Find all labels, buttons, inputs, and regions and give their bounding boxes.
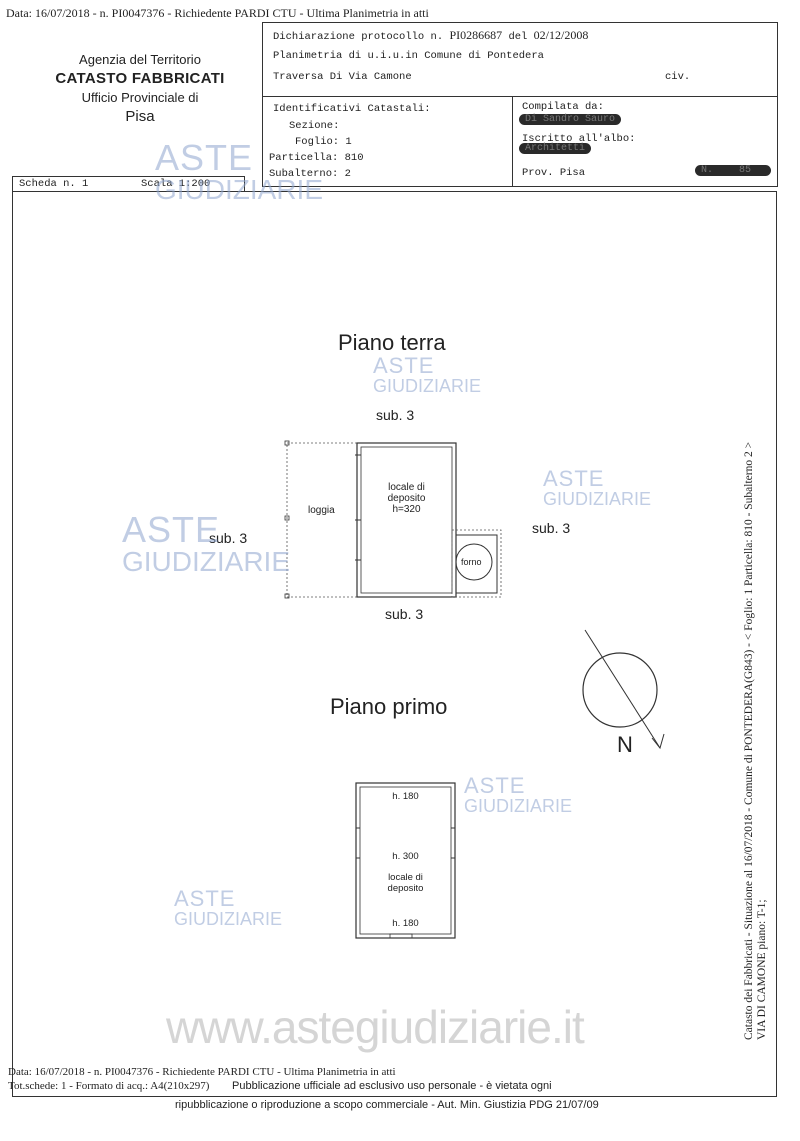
first-floor-title: Piano primo [330, 694, 448, 719]
albo-value: Architetti [519, 143, 592, 154]
foglio-label: Foglio: [295, 136, 340, 148]
agency-block: Agenzia del Territorio CATASTO FABBRICAT… [40, 50, 240, 126]
agency-name: Agenzia del Territorio [79, 52, 201, 67]
registration-number: N. 85 [695, 165, 771, 176]
deposit-room-outer [356, 442, 457, 598]
box-divider [512, 97, 513, 186]
foglio-line: Foglio: 1 [295, 136, 352, 148]
site-watermark: www.astegiudiziarie.it [166, 1001, 585, 1053]
pillar-marker [284, 440, 290, 446]
north-compass-circle [582, 652, 658, 728]
deposit-label-line1: locale di [388, 482, 425, 493]
subalterno-value: 2 [344, 168, 351, 180]
ground-floor-title: Piano terra [338, 330, 446, 355]
office-city: Pisa [125, 108, 155, 125]
albo-label: Iscritto all'albo: [522, 133, 636, 145]
oven-circle [455, 543, 493, 581]
aste-watermark: ASTE GIUDIZIARIE [122, 509, 291, 577]
protocol-line: Dichiarazione protocollo n. PI0286687 de… [273, 28, 588, 43]
footer-line2b: Pubblicazione ufficiale ad esclusivo uso… [232, 1080, 552, 1092]
aste-watermark: ASTE GIUDIZIARIE [174, 886, 283, 929]
declaration-date: 02/12/2008 [533, 28, 589, 42]
sub-right-label: sub. 3 [532, 520, 571, 536]
foglio-value: 1 [345, 136, 352, 148]
deposit2-label-line2: deposito [387, 883, 424, 894]
h300-label: h. 300 [392, 851, 419, 862]
prov-value: Pisa [559, 167, 586, 179]
footer-line3: ripubblicazione o riproduzione a scopo c… [175, 1099, 599, 1111]
pillar-marker [284, 593, 290, 599]
footer-line2a: Tot.schede: 1 - Formato di acq.: A4(210x… [8, 1080, 210, 1092]
aste-watermark: ASTE GIUDIZIARIE [543, 466, 652, 509]
protocol-label: Dichiarazione protocollo n. [273, 31, 444, 43]
aste-watermark: ASTE GIUDIZIARIE [155, 137, 324, 205]
address-line: Traversa Di Via Camone [273, 71, 412, 83]
drawing-frame [12, 191, 777, 1097]
n-label: N. [701, 165, 714, 176]
deposit-room-inner [360, 446, 453, 594]
north-compass-needle [584, 629, 661, 749]
pillar-marker [284, 515, 290, 521]
sub-left-label: sub. 3 [209, 530, 248, 546]
identifiers-box: Identificativi Catastali: Sezione: Fogli… [262, 96, 778, 187]
subalterno-label: Subalterno: [269, 168, 339, 180]
scala-label: Scala 1:200 [141, 178, 211, 190]
header-meta-line: Data: 16/07/2018 - n. PI0047376 - Richie… [6, 6, 429, 20]
protocol-number: PI0286687 [449, 28, 503, 42]
deposit2-label-line1: locale di [388, 872, 423, 883]
n-value: 85 [739, 165, 752, 176]
h180-top-label: h. 180 [392, 791, 419, 802]
loggia-outline [286, 442, 358, 598]
window-marker [389, 933, 413, 939]
particella-label: Particella: [269, 152, 339, 164]
h180-bottom-label: h. 180 [392, 918, 419, 929]
sezione-label: Sezione: [289, 120, 340, 132]
declaration-box: Dichiarazione protocollo n. PI0286687 de… [262, 22, 778, 97]
north-arrow-head [651, 733, 665, 750]
prov-line: Prov. Pisa [522, 167, 585, 179]
identifiers-title: Identificativi Catastali: [273, 103, 431, 115]
loggia-label: loggia [308, 505, 335, 516]
scheda-label: Scheda n. 1 [19, 178, 89, 190]
north-label: N [617, 732, 633, 757]
sub-top-label: sub. 3 [376, 407, 415, 423]
footer-line1: Data: 16/07/2018 - n. PI0047376 - Richie… [8, 1066, 396, 1078]
sub-bottom-label: sub. 3 [385, 606, 424, 622]
oven-label: forno [461, 557, 482, 567]
vertical-address-text: VIA DI CAMONE piano: T-1; [756, 899, 768, 1040]
deposit-room-label: locale di deposito h=320 [357, 482, 456, 515]
office-label: Ufficio Provinciale di [81, 90, 199, 105]
deposit-label-line2: deposito [387, 493, 426, 504]
planimetria-line: Planimetria di u.i.u.in Comune di Ponted… [273, 50, 544, 62]
prov-label: Prov. [522, 167, 554, 179]
aste-watermark: ASTE GIUDIZIARIE [373, 353, 482, 396]
aste-watermark: ASTE GIUDIZIARIE [464, 773, 573, 816]
compilata-value: Di Sandro Sauro [519, 114, 622, 125]
oven-outer-dotted [451, 529, 502, 598]
civ-label: civ. [665, 71, 691, 83]
particella-line: Particella: 810 [269, 152, 364, 164]
date-label: del [508, 31, 528, 43]
vertical-catasto-text: Catasto dei Fabbricati - Situazione al 1… [743, 441, 755, 1040]
deposit-height: h=320 [392, 504, 421, 515]
subalterno-line: Subalterno: 2 [269, 168, 351, 180]
compilata-label: Compilata da: [522, 101, 604, 113]
catasto-title: CATASTO FABBRICATI [55, 70, 225, 87]
particella-value: 810 [344, 152, 364, 164]
first-floor-room-label: locale di deposito [356, 872, 455, 894]
